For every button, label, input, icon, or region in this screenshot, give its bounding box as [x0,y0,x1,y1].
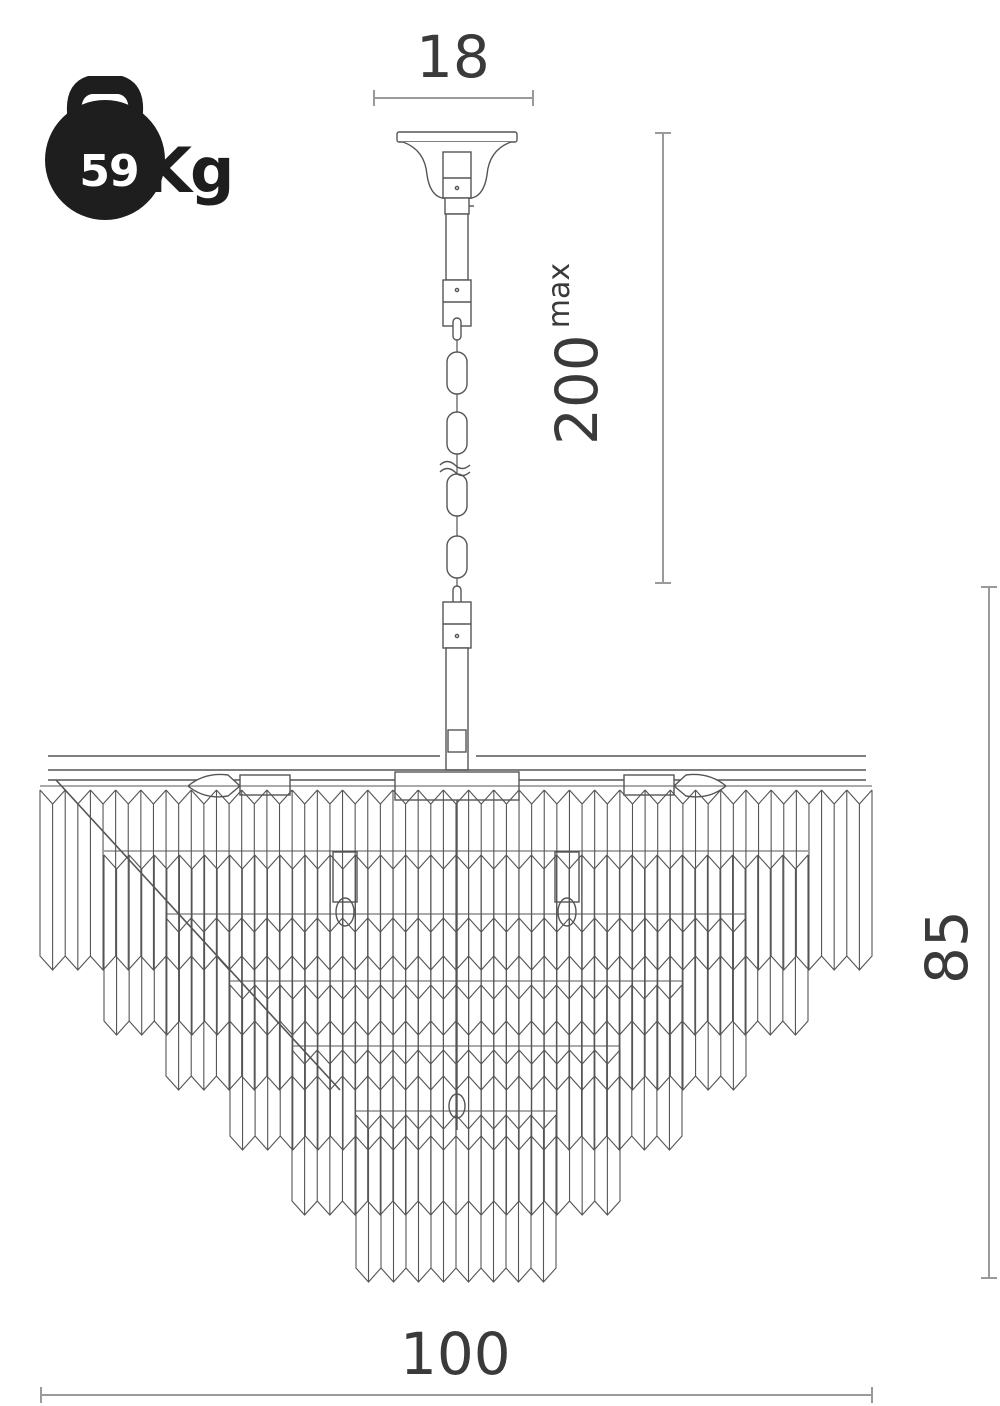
ceiling-canopy [396,131,518,215]
suspension-assembly [396,131,518,771]
upper-rod [445,213,469,281]
kettlebell-icon [45,76,165,220]
diagonal-support-wire [55,779,341,1091]
bulb-center [448,1093,466,1119]
light-socket-right [554,851,580,903]
fixture-width-label: 100 [400,1320,511,1388]
light-socket-left [332,851,358,903]
chain-length-value: 200 [543,334,611,445]
lower-chain-bracket [442,601,472,649]
weight-badge: 59 Kg [28,72,234,222]
crystal-tier-4 [229,980,683,1151]
bulb-right [557,897,577,927]
chain-length-suffix: max [542,262,577,329]
chain-break-symbol [439,460,471,470]
fixture-height-label: 85 [913,910,981,984]
dimension-lines [40,90,997,1403]
canopy-width-label: 18 [416,23,490,91]
weight-value: 59 [79,146,139,197]
crystal-tiers [39,785,873,1283]
crystal-tier-6 [355,1110,557,1283]
chain [439,317,471,609]
chandelier-frame [48,755,866,1130]
bulb-left [335,897,355,927]
weight-unit: Kg [144,134,234,207]
chain-length-label: 200 max [542,262,611,445]
